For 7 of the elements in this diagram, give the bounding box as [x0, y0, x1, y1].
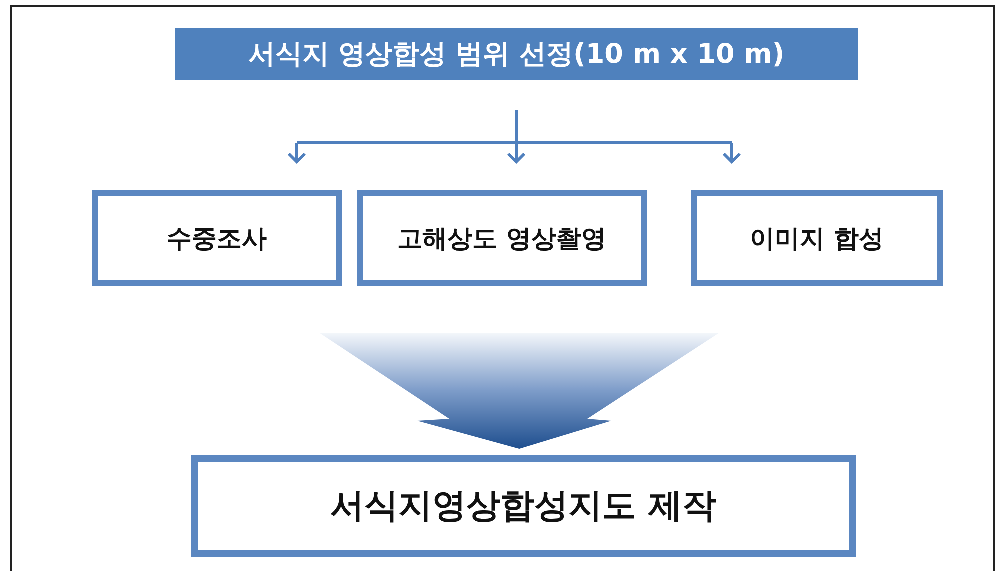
branching-arrow: [288, 108, 742, 164]
merge-arrow: [320, 333, 720, 449]
result-box: 서식지영상합성지도 제작: [191, 455, 856, 557]
title-bar: 서식지 영상합성 범위 선정(10 m x 10 m): [175, 28, 858, 80]
process-box: 이미지 합성: [691, 190, 943, 286]
process-box: 수중조사: [92, 190, 342, 286]
process-box: 고해상도 영상촬영: [357, 190, 647, 286]
